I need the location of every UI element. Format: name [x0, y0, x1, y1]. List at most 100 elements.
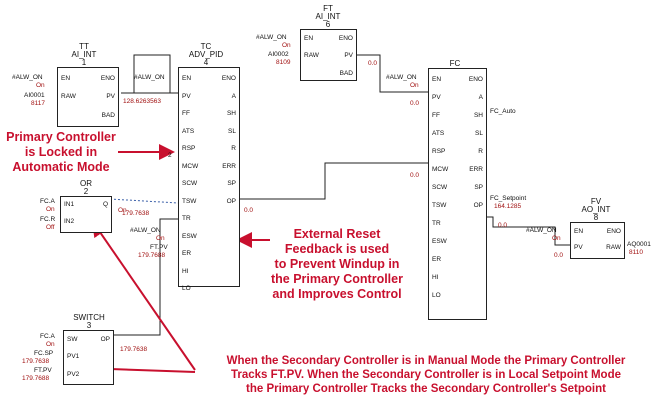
or-num: 2: [83, 187, 89, 196]
tt-num: 1: [81, 58, 87, 67]
ft-pv-val: 0.0: [368, 60, 378, 67]
pin-eno: ENO: [338, 35, 353, 42]
pin-er: ER: [182, 250, 192, 257]
pin-r: R: [478, 148, 483, 155]
pin-lo: LO: [182, 285, 191, 292]
pin-er: ER: [432, 256, 442, 263]
or-in2-val: Off: [46, 224, 55, 231]
pin-r: R: [231, 145, 236, 152]
tt-en-val: On: [36, 82, 45, 89]
pin-sl: SL: [228, 127, 236, 135]
or-in2-label: FC.R: [40, 216, 56, 223]
pin-pv1: PV1: [67, 353, 80, 360]
pin-mcw: MCW: [182, 162, 199, 170]
ft-num: 6: [325, 20, 331, 29]
fc-en-label: #ALW_ON: [386, 74, 417, 81]
tc-num: 4: [203, 58, 209, 67]
pin-pv: PV: [432, 94, 441, 101]
pin-a: A: [478, 94, 483, 101]
wire-tt-to-tc: [128, 54, 171, 94]
pin-pv: PV: [344, 52, 353, 59]
pin-esw: ESW: [432, 238, 447, 245]
tt-block[interactable]: EN RAW ENO PV BAD: [57, 67, 119, 127]
sw-num: 3: [86, 321, 92, 330]
ft-type: AI_INT: [315, 12, 341, 21]
fv-block[interactable]: EN PV ENO RAW: [570, 222, 625, 259]
pin-scw: SCW: [182, 180, 198, 187]
annotation-line: to Prevent Windup in: [274, 257, 400, 271]
fc-en-val: On: [410, 82, 419, 89]
annotation-line: Tracks FT.PV. When the Secondary Control…: [230, 369, 621, 381]
tt-raw-label: AI0001: [24, 92, 45, 99]
pin-bad: BAD: [101, 112, 115, 119]
pin-op: OP: [100, 336, 110, 343]
pin-err: ERR: [222, 162, 236, 170]
tc-tr-val: 179.7638: [122, 210, 150, 217]
pin-tsw: TSW: [182, 197, 197, 205]
sw-sw-val: On: [46, 341, 55, 348]
ft-block[interactable]: EN RAW ENO PV BAD: [300, 29, 357, 81]
tt-raw-val: 8117: [31, 100, 45, 107]
pin-in2: IN2: [64, 218, 75, 225]
pin-pv2: PV2: [67, 371, 80, 378]
arrow-secondary-1: [91, 220, 196, 371]
pin-eno: ENO: [468, 76, 483, 83]
annotation-line: is Locked in: [24, 145, 98, 159]
annotation-line: the Primary Controller: [271, 272, 403, 286]
pin-sp: SP: [474, 184, 483, 191]
or-block[interactable]: IN1 IN2 Q: [60, 196, 112, 233]
pin-en: EN: [61, 75, 71, 82]
pin-sh: SH: [473, 112, 483, 119]
switch-block[interactable]: SW PV1 PV2 OP: [63, 330, 114, 385]
pin-pv: PV: [574, 244, 583, 251]
sw-sw-label: FC.A: [40, 333, 55, 340]
pin-rsp: RSP: [432, 148, 446, 155]
fv-type: AO_INT: [581, 205, 611, 214]
or-in1-label: FC.A: [40, 198, 55, 205]
pin-ats: ATS: [182, 127, 195, 135]
fv-en-label: #ALW_ON: [526, 227, 557, 234]
tc-er-label: FT.PV: [150, 244, 168, 251]
fv-title: FV: [590, 197, 602, 206]
fv-pv-val: 0.0: [554, 252, 564, 259]
pin-scw: SCW: [432, 184, 448, 191]
fv-raw-val: 8110: [629, 249, 643, 256]
annotation-external-reset: External Reset Feedback is used to Preve…: [262, 227, 412, 302]
tt-type: AI_INT: [71, 50, 97, 59]
fc-pv-val: 0.0: [410, 100, 420, 107]
or-title: OR: [80, 179, 92, 188]
sw-pv1-label: FC.SP: [34, 350, 54, 357]
annotation-line: the Primary Controller Tracks the Second…: [246, 383, 606, 395]
pin-hi: HI: [432, 274, 439, 281]
annotation-line: When the Secondary Controller is in Manu…: [226, 355, 626, 367]
pin-en: EN: [182, 75, 192, 82]
fc-title: FC: [449, 59, 461, 68]
pin-ff: FF: [182, 110, 190, 117]
pin-raw: RAW: [61, 93, 76, 100]
annotation-line: Automatic Mode: [12, 160, 110, 174]
annotation-line: Feedback is used: [284, 242, 390, 256]
pin-eno: ENO: [100, 75, 115, 82]
wire-ft-pv-fc-pv: [355, 54, 428, 93]
pin-q: Q: [102, 201, 108, 208]
pin-mcw: MCW: [432, 166, 449, 173]
tc-er-val: 179.7688: [138, 252, 166, 259]
pin-tr: TR: [182, 215, 191, 222]
pin-rsp: RSP: [182, 145, 196, 152]
sw-pv2-label: FT.PV: [34, 367, 52, 374]
pin-bad: BAD: [339, 70, 353, 77]
wire-tc-op-fc-rsp: [233, 162, 428, 200]
pin-tr: TR: [432, 220, 441, 227]
pin-en: EN: [304, 35, 314, 42]
pin-sp: SP: [227, 180, 236, 187]
pin-en: EN: [432, 76, 442, 83]
fc-rsp-val: 0.0: [410, 172, 420, 179]
pin-pv: PV: [182, 92, 191, 100]
pin-eno: ENO: [606, 228, 621, 235]
tc-op-val: 0.0: [244, 207, 254, 214]
pin-op: OP: [226, 197, 236, 205]
ft-title: FT: [323, 4, 333, 13]
ft-raw-label: AI0002: [268, 51, 289, 58]
